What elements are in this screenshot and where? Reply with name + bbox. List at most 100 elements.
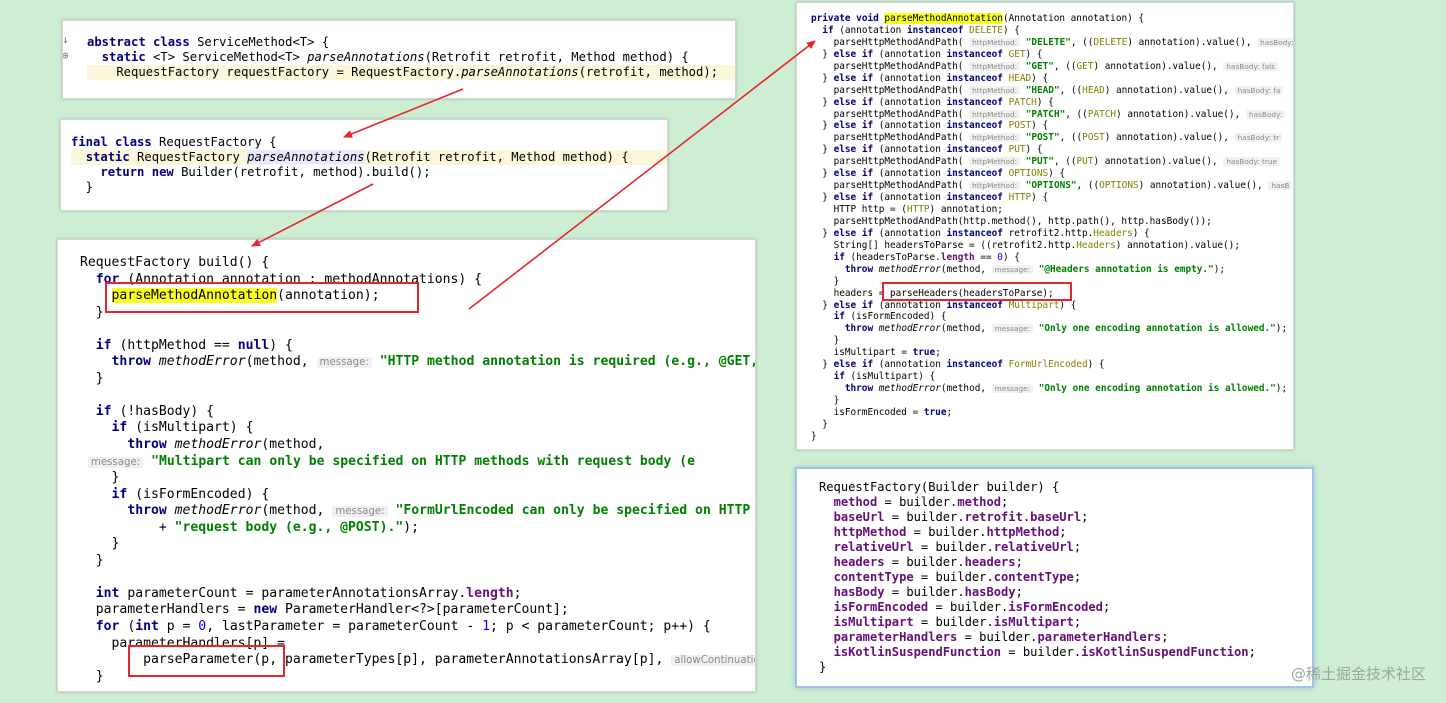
code-line: if (isFormEncoded) { — [811, 311, 1293, 323]
code-token: throw methodError(method, — [127, 437, 325, 453]
code-line: for (int p = 0, lastParameter = paramete… — [80, 619, 755, 636]
code-token: parseHttpMethodAndPath( — [811, 60, 964, 72]
code-line: } — [811, 431, 1293, 443]
parameter-hint: message: — [332, 506, 388, 518]
code-line: if (isFormEncoded) { — [80, 487, 755, 504]
code-line: parseHttpMethodAndPath( httpMethod: "PUT… — [811, 156, 1293, 168]
parameter-hint: hasBody: fa — [1234, 85, 1284, 95]
code-token: parameterHandlers = builder.parameterHan… — [833, 630, 1169, 644]
code-token: relativeUrl = builder.relativeUrl; — [833, 540, 1082, 554]
parameter-hint: hasBody: true — [1223, 157, 1281, 167]
parameter-hint: httpMethod: — [969, 37, 1021, 47]
code-line: isMultipart = builder.isMultipart; — [819, 615, 1312, 630]
code-line: } — [811, 276, 1293, 288]
parameter-hint: httpMethod: — [969, 85, 1021, 95]
code-line: headers = builder.headers; — [819, 555, 1312, 570]
code-token: String[] headersToParse = ((retrofit2.ht… — [811, 239, 1240, 251]
code-line: if (isMultipart) { — [80, 420, 755, 437]
code-line: static <T> ServiceMethod<T> parseAnnotat… — [87, 50, 735, 65]
code-token: } — [80, 668, 104, 684]
code-line: isKotlinSuspendFunction = builder.isKotl… — [819, 645, 1312, 660]
code-line: return new Builder(retrofit, method).bui… — [71, 165, 667, 180]
code-line: parameterHandlers = builder.parameterHan… — [819, 630, 1312, 645]
code-token: throw methodError(method, — [844, 263, 987, 275]
code-line: } else if (annotation instanceof FormUrl… — [811, 359, 1293, 371]
code-token: throw methodError(method, — [844, 323, 987, 335]
code-line: } else if (annotation instanceof PATCH) … — [811, 97, 1293, 109]
code-token: "FormUrlEncoded can only be specified on… — [395, 503, 756, 519]
code-token: "PUT", ((PUT) annotation).value(), — [1025, 156, 1218, 168]
code-line: final class RequestFactory { — [71, 135, 667, 150]
code-token: if (isMultipart) { — [833, 371, 936, 383]
code-token: "Only one encoding annotation is allowed… — [1038, 383, 1288, 395]
parameter-hint: message: — [316, 357, 372, 369]
code-token: isMultipart = true; — [811, 347, 941, 359]
code-token: } else if (annotation instanceof HTTP) { — [811, 192, 1049, 204]
code-line: parseMethodAnnotation(annotation); — [80, 288, 755, 305]
code-token: } — [811, 395, 840, 406]
code-line: method = builder.method; — [819, 495, 1312, 510]
code-token: static <T> ServiceMethod<T> parseAnnotat… — [101, 50, 689, 64]
code-line: } else if (annotation instanceof HTTP) { — [811, 192, 1293, 204]
code-line: + "request body (e.g., @POST)."); — [80, 520, 755, 537]
code-line: } else if (annotation instanceof PUT) { — [811, 144, 1293, 156]
code-line: throw methodError(method, message: "Only… — [811, 323, 1293, 335]
code-token: } — [811, 430, 817, 442]
code-token: + "request body (e.g., @POST)."); — [80, 519, 420, 535]
code-line: isFormEncoded = builder.isFormEncoded; — [819, 600, 1312, 615]
code-token: parseParameter(p, parameterTypes[p], par… — [80, 652, 664, 668]
parameter-hint: httpMethod: — [969, 157, 1021, 167]
code-line: String[] headersToParse = ((retrofit2.ht… — [811, 240, 1293, 252]
code-token: parseHttpMethodAndPath( — [811, 36, 964, 48]
parameter-hint: message: — [991, 264, 1034, 274]
code-line: headers = parseHeaders(headersToParse); — [811, 288, 1293, 300]
code-token: "PATCH", ((PATCH) annotation).value(), — [1025, 108, 1241, 120]
code-line: } — [80, 669, 755, 686]
code-line: httpMethod = builder.httpMethod; — [819, 525, 1312, 540]
code-token: } — [80, 536, 120, 552]
code-line: throw methodError(method, message: "@Hea… — [811, 264, 1293, 276]
gutter-implement-icon: ⊕ — [62, 49, 69, 62]
code-token: } else if (annotation instanceof FormUrl… — [811, 359, 1105, 371]
code-line: if (!hasBody) { — [80, 404, 755, 421]
highlight-box-parse-parameter — [128, 645, 285, 677]
code-token: } else if (annotation instanceof POST) { — [811, 120, 1049, 132]
code-line: } — [80, 305, 755, 322]
parameter-hint: httpMethod: — [969, 109, 1021, 119]
code-token: isKotlinSuspendFunction = builder.isKotl… — [833, 645, 1256, 659]
code-line: throw methodError(method, — [80, 437, 755, 454]
code-line: parseHttpMethodAndPath( httpMethod: "OPT… — [811, 180, 1293, 192]
code-line: } — [819, 660, 1312, 675]
code-line: } — [80, 371, 755, 388]
code-token: } — [80, 552, 104, 568]
parameter-hint: httpMethod: — [969, 61, 1021, 71]
code-line: parameterHandlers = new ParameterHandler… — [80, 602, 755, 619]
code-line: if (annotation instanceof DELETE) { — [811, 25, 1293, 37]
code-token: HTTP http = (HTTP) annotation; — [811, 204, 1003, 215]
code-line: RequestFactory requestFactory = RequestF… — [87, 65, 735, 80]
code-token: parseMethodAnnotation(annotation); — [111, 288, 380, 304]
code-line: if (isMultipart) { — [811, 371, 1293, 383]
code-line: HTTP http = (HTTP) annotation; — [811, 204, 1293, 216]
code-token: method = builder.method; — [833, 495, 1009, 509]
code-token: final class RequestFactory { — [71, 135, 277, 149]
code-panel-build-method: RequestFactory build() { for (Annotation… — [57, 239, 756, 692]
code-line: } else if (annotation instanceof retrofi… — [811, 228, 1293, 240]
code-line: int parameterCount = parameterAnnotation… — [80, 586, 755, 603]
code-token: contentType = builder.contentType; — [833, 570, 1082, 584]
code-token: if (headersToParse.length == 0) { — [833, 251, 1020, 263]
code-token: if (isFormEncoded) { — [833, 311, 947, 323]
code-token: baseUrl = builder.retrofit.baseUrl; — [833, 510, 1089, 524]
code-token: "DELETE", ((DELETE) annotation).value(), — [1025, 36, 1252, 48]
code-line: parseParameter(p, parameterTypes[p], par… — [80, 652, 755, 669]
code-token: throw methodError(method, — [111, 354, 309, 370]
code-line: contentType = builder.contentType; — [819, 570, 1312, 585]
code-line: parseHttpMethodAndPath( httpMethod: "GET… — [811, 61, 1293, 73]
code-token: headers = builder.headers; — [833, 555, 1023, 569]
code-line: parseHttpMethodAndPath(http.method(), ht… — [811, 216, 1293, 228]
code-line: throw methodError(method, message: "Form… — [80, 503, 755, 520]
parameter-hint: hasBody: — [1257, 37, 1293, 47]
code-token: for (int p = 0, lastParameter = paramete… — [95, 619, 711, 635]
code-line: } else if (annotation instanceof Multipa… — [811, 300, 1293, 312]
